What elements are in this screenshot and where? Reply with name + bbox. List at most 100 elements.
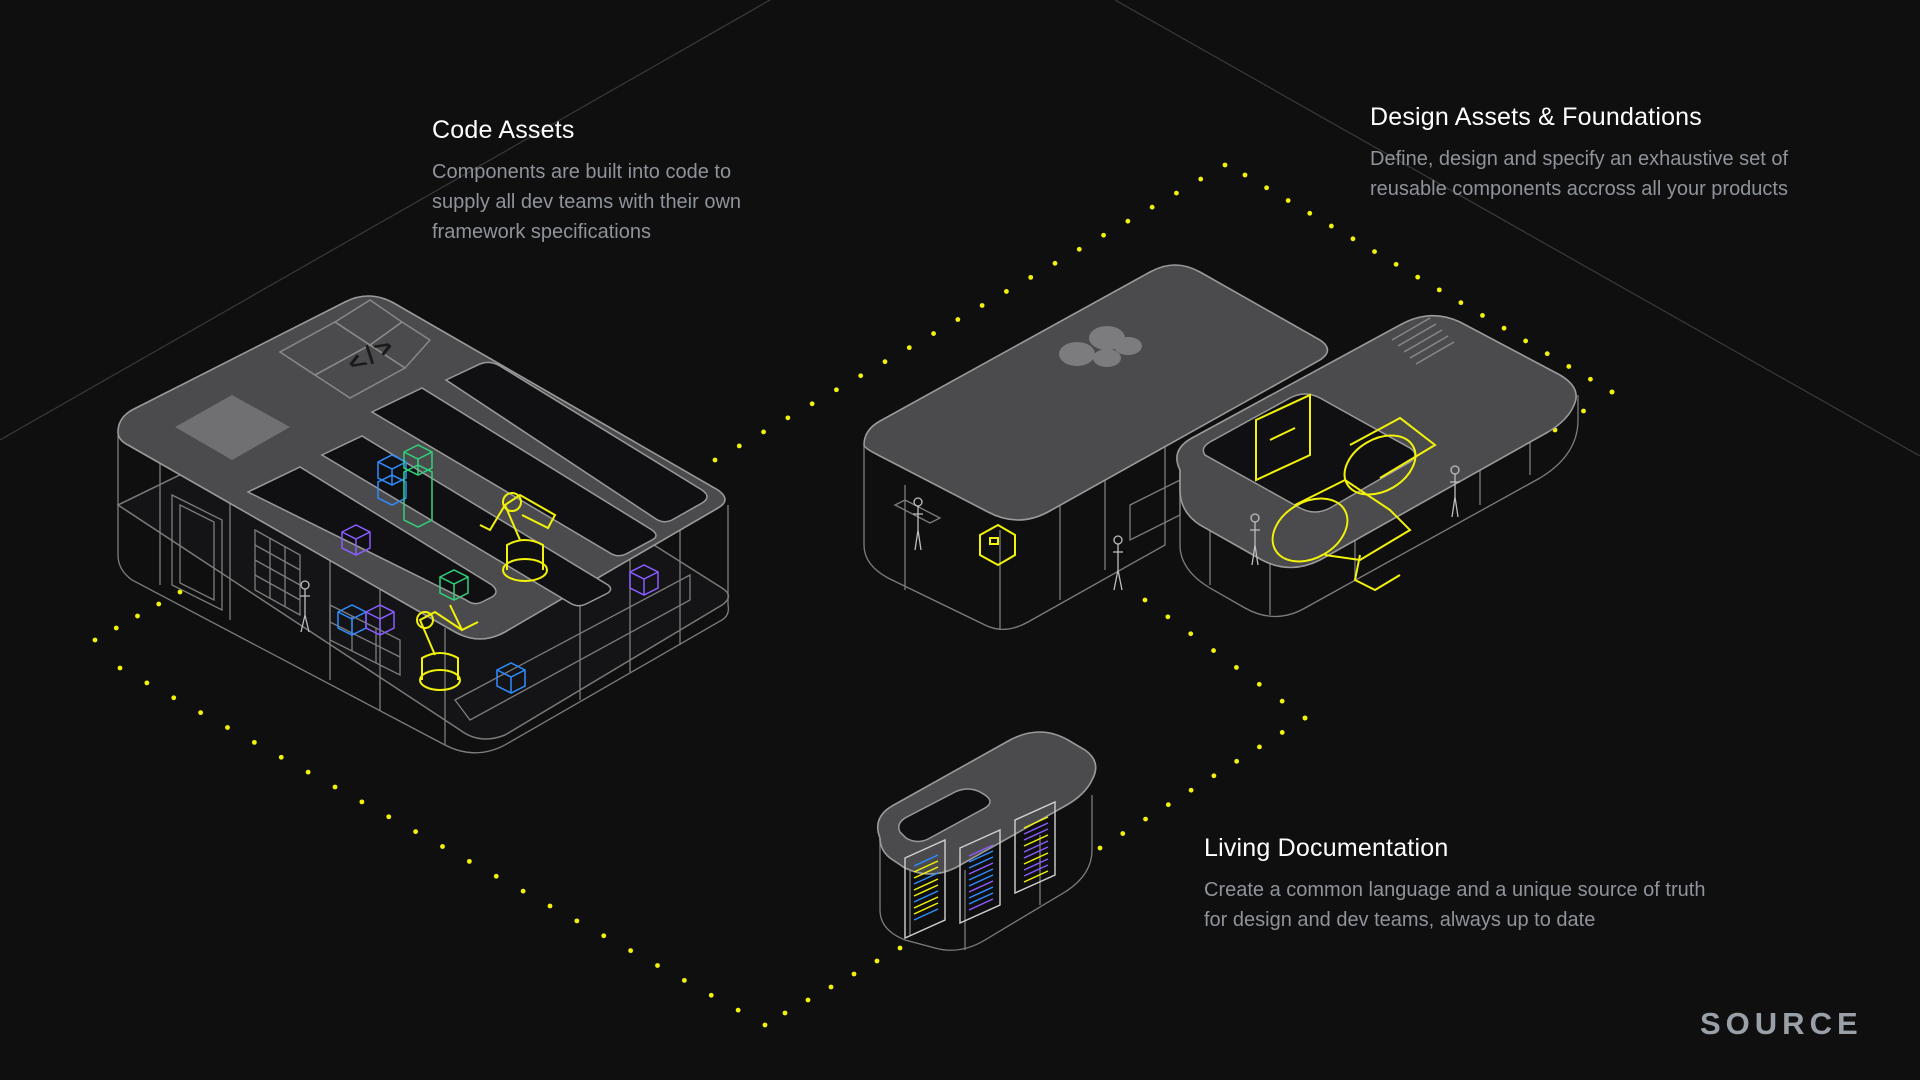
rack-indicator bbox=[1023, 864, 1049, 877]
rack-indicator bbox=[1023, 834, 1049, 847]
rack-indicator bbox=[913, 896, 939, 909]
path-dot bbox=[736, 443, 742, 449]
path-dot bbox=[386, 814, 392, 820]
path-dot bbox=[1222, 162, 1228, 168]
path-dot bbox=[466, 858, 472, 864]
path-dot bbox=[1588, 376, 1593, 382]
path-dot bbox=[177, 589, 183, 595]
path-dot bbox=[1415, 274, 1421, 280]
rack-indicator bbox=[1023, 846, 1049, 859]
rack-indicator bbox=[913, 878, 939, 891]
path-dot bbox=[440, 844, 445, 849]
rack-indicator bbox=[913, 902, 939, 915]
path-dot bbox=[858, 373, 864, 379]
path-dot bbox=[761, 429, 766, 435]
path-dot bbox=[1149, 204, 1155, 210]
path-dot bbox=[1097, 845, 1103, 851]
rack-indicator bbox=[968, 892, 994, 905]
path-dot bbox=[1523, 338, 1529, 344]
path-dot bbox=[359, 799, 365, 805]
path-dot bbox=[882, 359, 888, 365]
path-dot bbox=[955, 317, 961, 322]
rack-indicator bbox=[1023, 816, 1049, 829]
path-dot bbox=[708, 992, 714, 998]
design-assets-block: Design Assets & Foundations Define, desi… bbox=[1370, 103, 1870, 204]
path-dot bbox=[601, 933, 607, 939]
path-dot bbox=[1279, 698, 1285, 704]
path-dot bbox=[735, 1007, 741, 1013]
path-dot bbox=[113, 625, 119, 631]
path-dot bbox=[1372, 249, 1377, 254]
path-dot bbox=[1142, 597, 1148, 603]
path-dot bbox=[1328, 223, 1334, 229]
rack-indicator bbox=[968, 856, 994, 869]
path-dot bbox=[413, 829, 419, 835]
path-dot bbox=[762, 1022, 768, 1028]
path-dot bbox=[1285, 198, 1291, 203]
path-dot bbox=[1211, 773, 1217, 779]
design-assets-title: Design Assets & Foundations bbox=[1370, 103, 1702, 131]
path-dot bbox=[493, 873, 499, 879]
code-assets-title: Code Assets bbox=[432, 116, 575, 144]
rack-indicator bbox=[1023, 870, 1049, 883]
rack-indicator bbox=[913, 872, 939, 885]
path-dot bbox=[1566, 364, 1572, 369]
path-dot bbox=[225, 725, 230, 730]
path-dot bbox=[834, 387, 839, 393]
path-dot bbox=[1501, 325, 1507, 331]
path-dot bbox=[785, 415, 791, 421]
rack-indicator bbox=[1023, 858, 1049, 871]
path-dot bbox=[979, 303, 985, 308]
path-dot bbox=[805, 997, 811, 1003]
path-dot bbox=[92, 637, 98, 643]
design-assets-description: Define, design and specify an exhaustive… bbox=[1370, 148, 1789, 200]
path-dot bbox=[1609, 389, 1615, 395]
path-dot bbox=[1052, 260, 1058, 266]
path-dot bbox=[1120, 831, 1126, 836]
path-dot bbox=[1125, 218, 1131, 224]
path-dot bbox=[897, 945, 903, 951]
path-dot bbox=[1165, 802, 1171, 808]
path-dot bbox=[712, 457, 718, 463]
path-dot bbox=[828, 984, 834, 990]
path-dot bbox=[171, 695, 177, 701]
rack-indicator bbox=[913, 884, 939, 897]
path-dot bbox=[251, 739, 257, 745]
path-dot bbox=[278, 754, 284, 760]
rack-indicator bbox=[1023, 840, 1049, 853]
path-dot bbox=[1211, 648, 1216, 653]
path-dot bbox=[1234, 665, 1239, 670]
rack-indicator bbox=[968, 862, 994, 875]
path-dot bbox=[1076, 246, 1082, 252]
rack-indicator bbox=[968, 898, 994, 911]
code-assets-block: Code Assets Components are built into co… bbox=[432, 116, 792, 247]
path-dot bbox=[520, 888, 526, 894]
path-dot bbox=[547, 903, 553, 909]
path-dot bbox=[305, 769, 311, 775]
path-dot bbox=[1188, 787, 1194, 793]
path-dot bbox=[1307, 210, 1313, 216]
path-dot bbox=[1581, 408, 1586, 414]
rack-indicator bbox=[968, 844, 994, 857]
path-dot bbox=[574, 918, 580, 924]
path-dot bbox=[782, 1010, 788, 1016]
path-dot bbox=[1165, 614, 1171, 620]
rack-indicator bbox=[1023, 822, 1049, 835]
path-dot bbox=[1264, 185, 1269, 191]
rack-indicator bbox=[968, 850, 994, 863]
path-dot bbox=[144, 680, 150, 686]
living-docs-title: Living Documentation bbox=[1204, 834, 1449, 862]
path-dot bbox=[1004, 289, 1009, 294]
background-lines bbox=[0, 0, 1920, 457]
path-dot bbox=[874, 958, 880, 964]
path-dot bbox=[1544, 351, 1550, 357]
design-left-roof bbox=[863, 264, 1329, 521]
rack-indicator bbox=[913, 854, 939, 867]
path-dot bbox=[906, 345, 912, 351]
path-dot bbox=[1198, 176, 1204, 182]
rack-indicator bbox=[913, 908, 939, 921]
rack-indicator bbox=[968, 880, 994, 893]
path-dot bbox=[1436, 287, 1442, 293]
path-dot bbox=[1480, 313, 1485, 318]
path-dot bbox=[655, 963, 660, 968]
